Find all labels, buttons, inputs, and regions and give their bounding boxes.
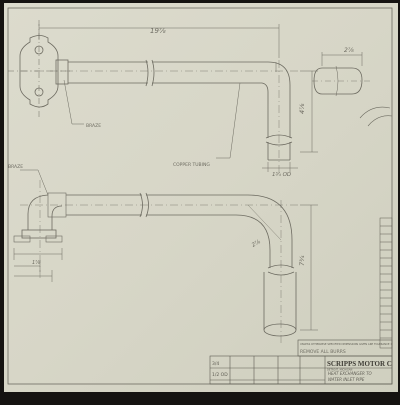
dim-overall-length: 19⅞: [150, 27, 166, 35]
braze-left-leader: [20, 169, 49, 196]
tb-part-name-line2: WATER INLET PIPE: [328, 377, 365, 382]
tb-material-value: 1/2 OD: [212, 372, 228, 378]
note-remove-burrs: REMOVE ALL BURRS: [300, 349, 346, 355]
tb-scale-value: 3/4: [212, 361, 219, 367]
callout-copper-tubing: COPPER TUBING: [173, 162, 210, 168]
callout-braze-left: BRAZE: [8, 164, 23, 170]
dim-radius: 2⅞: [251, 239, 262, 249]
front-view: [13, 180, 300, 345]
tb-tolerance-text: UNLESS OTHERWISE SPECIFIED DIMENSIONS GI…: [300, 342, 393, 346]
dim-detail-length: 2⅞: [344, 47, 354, 54]
tb-part-name-line1: HEAT EXCHANGER TO: [328, 371, 372, 376]
dim-lower-drop: 7¾: [298, 255, 306, 266]
dim-drop-right: 4⅞: [298, 103, 306, 114]
top-leaders: [63, 79, 241, 159]
front-dimensions: [13, 204, 318, 331]
dim-end-width: 1¾ OD: [272, 172, 291, 178]
top-dimensions: [38, 24, 318, 172]
paper: [4, 3, 398, 392]
dim-lower-width: 1⅞: [32, 260, 40, 266]
end-view-detail: [312, 52, 393, 127]
top-flange: [19, 35, 59, 108]
title-block: [209, 339, 393, 385]
tb-company-name: SCRIPPS MOTOR C: [327, 360, 392, 368]
revision-strip: [379, 217, 393, 349]
tb-company-city: DETROIT, MICHIGAN: [327, 368, 352, 372]
callout-braze-top: BRAZE: [86, 123, 101, 129]
drawing-frame: [7, 7, 393, 385]
top-view: [8, 20, 300, 175]
